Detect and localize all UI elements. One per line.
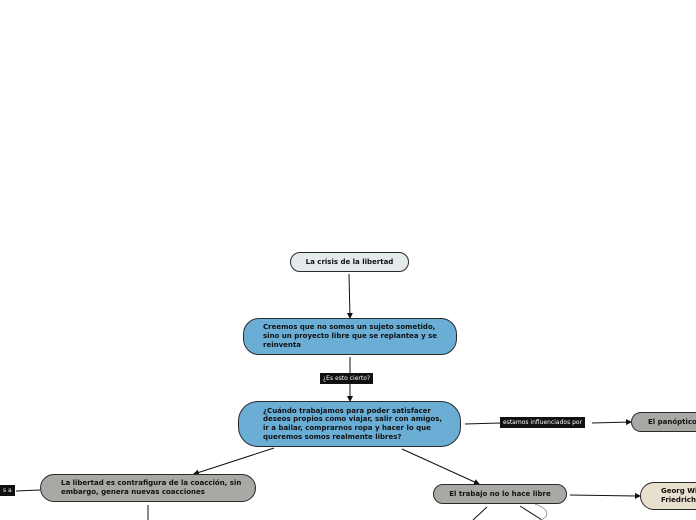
node-georg-line1: Georg Wi bbox=[661, 487, 696, 496]
node-gray-left-text: La libertad es contrafigura de la coacci… bbox=[61, 479, 242, 496]
node-gray-left[interactable]: La libertad es contrafigura de la coacci… bbox=[40, 474, 256, 502]
node-blue1-text: Creemos que no somos un sujeto sometido,… bbox=[263, 323, 437, 349]
edge-blue2-to-gray-mid bbox=[401, 448, 480, 485]
node-georg-line2: Friedrich bbox=[661, 496, 696, 504]
node-gray-mid[interactable]: El trabajo no lo hace libre bbox=[433, 484, 567, 504]
node-blue2[interactable]: ¿Cuándo trabajamos para poder satisfacer… bbox=[238, 401, 461, 447]
node-panoptico-text: El panóptico bbox=[648, 417, 696, 426]
edge-gray-mid-down-right bbox=[519, 505, 543, 520]
edge-estamos-to-panoptico bbox=[591, 419, 632, 426]
edge-gray-mid-to-georg bbox=[569, 492, 641, 499]
edge-blue2-to-gray-left bbox=[193, 447, 275, 476]
node-root[interactable]: La crisis de la libertad bbox=[290, 252, 409, 272]
node-georg[interactable]: Georg Wi Friedrich bbox=[640, 482, 696, 510]
node-blue2-text: ¿Cuándo trabajamos para poder satisfacer… bbox=[263, 406, 443, 441]
node-blue1[interactable]: Creemos que no somos un sujeto sometido,… bbox=[243, 318, 457, 355]
edge-label-es-cierto: ¿Es esto cierto? bbox=[320, 373, 374, 385]
edge-label-estamos: estamos influenciados por bbox=[500, 417, 586, 429]
node-georg-text: Georg Wi Friedrich bbox=[661, 487, 696, 505]
edge-gray-mid-down-left bbox=[472, 506, 488, 520]
edge-label-left-cut: s a bbox=[0, 485, 15, 497]
edge-curve-fragment bbox=[534, 503, 548, 520]
node-panoptico[interactable]: El panóptico bbox=[631, 412, 696, 432]
node-gray-mid-text: El trabajo no lo hace libre bbox=[449, 489, 551, 498]
edge-blue2-to-estamos bbox=[464, 422, 501, 425]
edge-left-label-to-gray-left bbox=[15, 489, 41, 492]
node-root-text: La crisis de la libertad bbox=[305, 257, 394, 266]
edge-root-to-blue1 bbox=[346, 273, 353, 319]
